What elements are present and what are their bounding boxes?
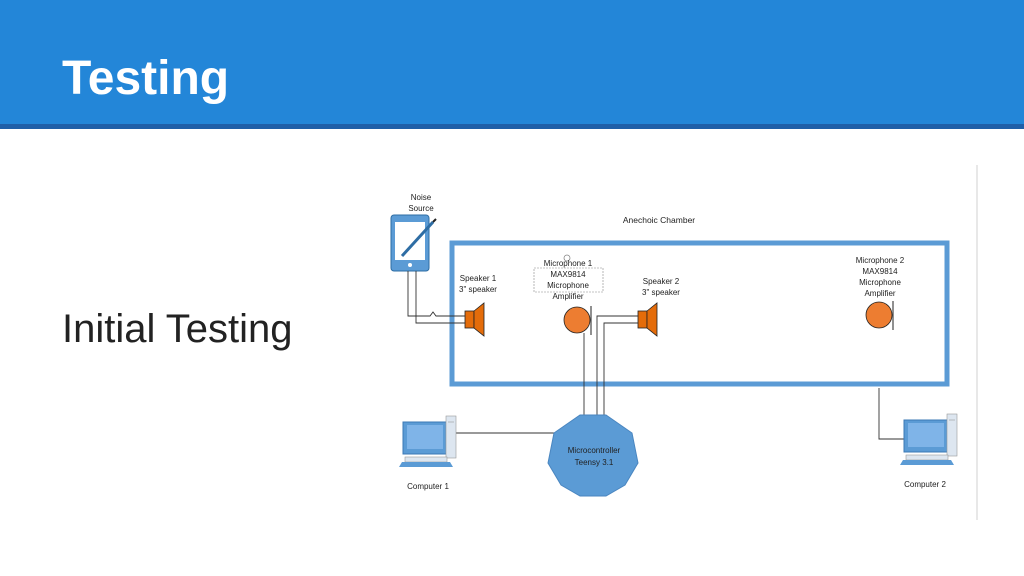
computer-1-label: Computer 1 (407, 482, 449, 491)
speaker-1-icon (464, 302, 485, 337)
title-bar-underline (0, 124, 1024, 129)
microphone-1-label-line1: Microphone 1 (544, 259, 593, 268)
noise-source-label-line1: Noise (411, 193, 432, 202)
noise-source-icon (390, 214, 437, 272)
speaker-1-label-line1: Speaker 1 (460, 274, 497, 283)
rotate-handle-icon (563, 254, 571, 262)
title-bar (0, 0, 1024, 124)
speaker-2-icon (637, 302, 658, 337)
microphone-1-label-line3: Microphone (547, 281, 589, 290)
slide-body-text: Initial Testing (62, 307, 293, 351)
microcontroller-label-line1: Microcontroller (568, 446, 621, 455)
noise-source-label-line2: Source (408, 204, 434, 213)
microphone-2-label-line2: MAX9814 (862, 267, 898, 276)
anechoic-chamber-box (449, 240, 950, 387)
microcontroller-icon (547, 414, 639, 497)
testing-setup-diagram: Anechoic Chamber Noise Source Speaker 1 … (390, 165, 978, 520)
computer-2-icon (900, 413, 958, 465)
microphone-1-label-line4: Amplifier (552, 292, 583, 301)
microphone-1-label-line2: MAX9814 (550, 270, 586, 279)
selection-box (533, 267, 604, 293)
speaker-1-label-line2: 3" speaker (459, 285, 497, 294)
microphone-2-label-line3: Microphone (859, 278, 901, 287)
speaker-2-label-line1: Speaker 2 (643, 277, 680, 286)
microphone-1-icon (563, 306, 592, 335)
chamber-label: Anechoic Chamber (623, 215, 695, 225)
connection-wires (407, 271, 906, 440)
microcontroller-label-line2: Teensy 3.1 (575, 458, 614, 467)
computer-2-label: Computer 2 (904, 480, 946, 489)
computer-1-icon (399, 415, 457, 467)
speaker-2-label-line2: 3" speaker (642, 288, 680, 297)
microphone-2-icon (865, 301, 894, 330)
microphone-2-label-line4: Amplifier (864, 289, 895, 298)
slide-title: Testing (62, 52, 230, 105)
microphone-2-label-line1: Microphone 2 (856, 256, 905, 265)
